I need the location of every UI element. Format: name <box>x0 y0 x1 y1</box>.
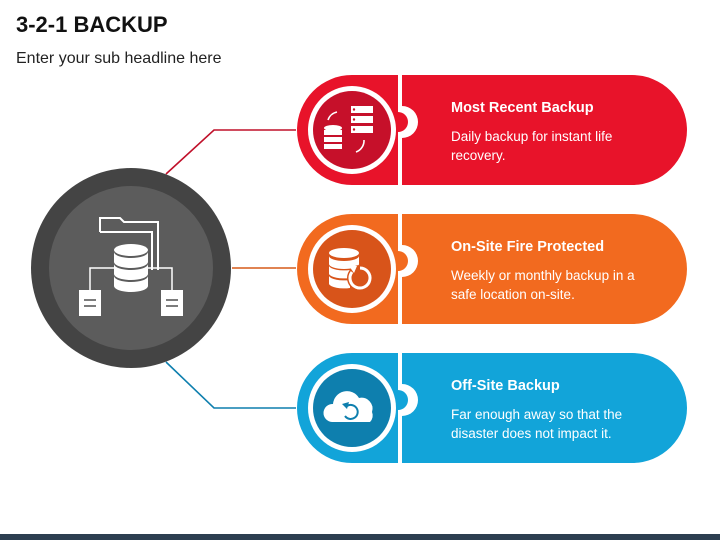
card-3-title: Off-Site Backup <box>451 378 560 394</box>
card-1-title: Most Recent Backup <box>451 100 594 116</box>
card-2-title: On-Site Fire Protected <box>451 239 605 255</box>
database-folder-icon <box>79 217 183 316</box>
center-hub <box>31 168 231 368</box>
cloud-sync-icon <box>323 391 373 422</box>
connector-line-top <box>165 129 296 175</box>
card-most-recent-backup <box>297 75 687 185</box>
card-off-site-backup <box>297 353 687 463</box>
card-2-description: Weekly or monthly backup in a safe locat… <box>451 268 635 302</box>
server-sync-icon <box>324 106 373 153</box>
card-3-description: Far enough away so that the disaster doe… <box>451 407 623 441</box>
card-3-text: Off-Site Backup Far enough away so that … <box>451 378 646 443</box>
card-1-text: Most Recent Backup Daily backup for inst… <box>451 100 621 165</box>
database-restore-icon <box>329 248 373 291</box>
card-2-text: On-Site Fire Protected Weekly or monthly… <box>451 239 641 304</box>
card-1-description: Daily backup for instant life recovery. <box>451 129 613 163</box>
footer-bar <box>0 534 720 540</box>
card-on-site-fire-protected <box>297 214 687 324</box>
connector-line-bottom <box>165 361 296 409</box>
page-subtitle: Enter your sub headline here <box>16 50 222 67</box>
page-title: 3-2-1 BACKUP <box>16 12 168 37</box>
